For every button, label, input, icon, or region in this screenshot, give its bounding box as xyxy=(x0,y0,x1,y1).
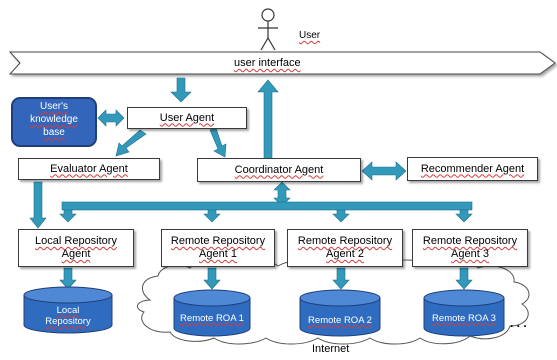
coordinator-agent-label: Coordinator Agent xyxy=(234,163,324,176)
arrow-bus-to-remote1 xyxy=(203,209,221,223)
recommender-agent-box: Recommender Agent xyxy=(407,157,538,181)
kb-line-2: knowledge xyxy=(30,114,78,125)
remote1-line-1: Remote Repository xyxy=(170,235,266,247)
arrow-remote2-to-roa2 xyxy=(332,267,350,290)
roa1-label: Remote ROA 1 xyxy=(180,313,244,324)
coordinator-agent-box: Coordinator Agent xyxy=(197,158,361,182)
local-repository-cylinder xyxy=(23,286,113,334)
user-icon xyxy=(258,8,278,51)
arrow-evaluator-to-local xyxy=(29,181,47,229)
local-repo-line-1: Local xyxy=(56,305,80,316)
remote2-line-1: Remote Repository xyxy=(297,235,393,247)
arrow-bus-to-remote2 xyxy=(332,209,350,223)
roa1-cylinder xyxy=(173,289,251,337)
remote2-line-2: Agent 2 xyxy=(326,248,364,260)
arrow-user-agent-to-coordinator xyxy=(209,127,227,158)
user-label: User xyxy=(299,30,321,41)
recommender-agent-label: Recommender Agent xyxy=(420,162,525,175)
remote3-line-1: Remote Repository xyxy=(422,235,518,247)
user-agent-label: User Agent xyxy=(159,111,215,124)
evaluator-agent-label: Evaluator Agent xyxy=(50,162,128,175)
internet-label: Internet xyxy=(312,343,350,355)
roa3-cylinder xyxy=(423,289,505,337)
user-interface-title: user interface xyxy=(234,57,301,69)
user-agent-box: User Agent xyxy=(127,107,247,129)
arrow-kb-user-agent xyxy=(97,109,125,127)
remote-agent-2-box: Remote Repository Agent 2 xyxy=(287,229,403,267)
local-repository-label: Local Repository xyxy=(24,305,112,327)
arrow-bus-to-remote3 xyxy=(455,209,473,223)
remote-agent-1-box: Remote Repository Agent 1 xyxy=(161,229,275,267)
kb-line-1: User's xyxy=(39,101,69,112)
remote1-line-2: Agent 1 xyxy=(199,248,237,260)
remote-agent-3-box: Remote Repository Agent 3 xyxy=(412,229,528,267)
local-repo-line-2: Repository xyxy=(45,316,91,327)
arrow-coordinator-to-ui xyxy=(257,79,279,161)
knowledge-base-shape xyxy=(11,97,97,147)
arrow-coordinator-recommender xyxy=(361,161,407,181)
arrow-user-agent-to-evaluator xyxy=(115,129,147,157)
roa2-cylinder xyxy=(299,289,381,337)
arrow-remote1-to-roa1 xyxy=(203,267,221,290)
roa3-label: Remote ROA 3 xyxy=(432,313,496,324)
roa2-label: Remote ROA 2 xyxy=(308,315,372,326)
arrow-bus-to-local xyxy=(59,209,77,223)
arrow-remote3-to-roa3 xyxy=(455,267,473,290)
knowledge-base: User's knowledge base xyxy=(12,100,96,139)
local-repository-agent-box: Local Repository Agent xyxy=(18,229,134,267)
kb-line-3: base xyxy=(43,127,65,138)
evaluator-agent-box: Evaluator Agent xyxy=(18,158,160,180)
user-interface-banner xyxy=(8,51,556,75)
arrow-local-agent-to-repo xyxy=(59,267,77,290)
local-agent-line-2: Agent xyxy=(61,248,91,260)
arrow-ui-to-user-agent xyxy=(170,77,192,103)
distribution-bus xyxy=(61,201,473,211)
local-agent-line-1: Local Repository xyxy=(35,235,117,247)
remote3-line-2: Agent 3 xyxy=(451,248,489,260)
more-ellipsis: . . . xyxy=(510,316,527,330)
